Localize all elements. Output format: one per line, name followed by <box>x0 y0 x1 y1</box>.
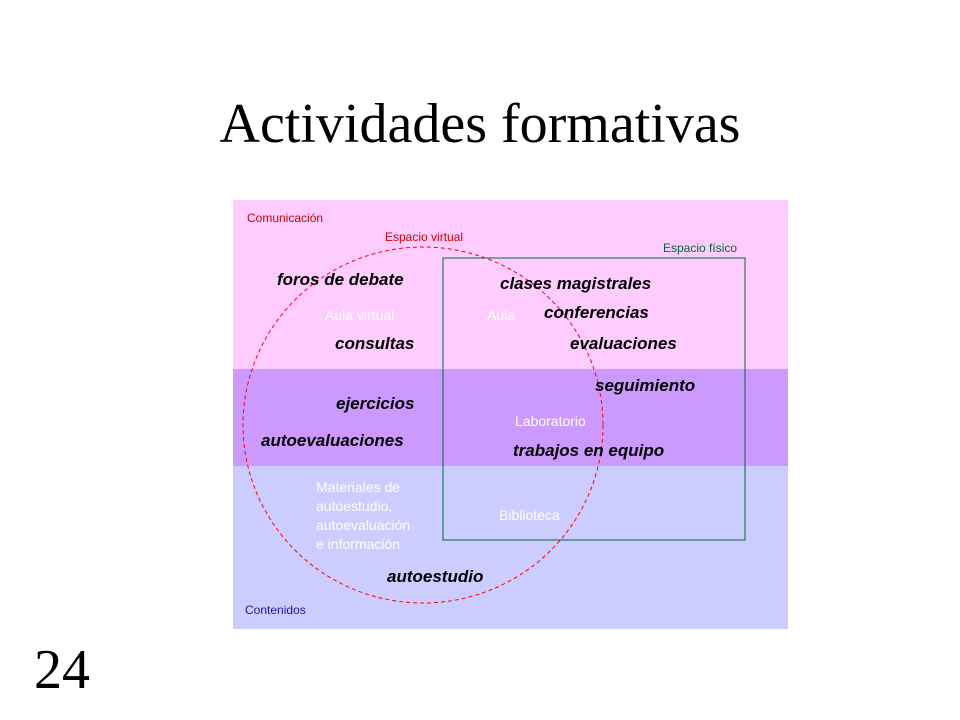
physical-space-box <box>442 257 746 541</box>
virtual-space-circle <box>242 246 604 604</box>
place-laboratorio: Laboratorio <box>515 413 586 429</box>
band-label-communication: Comunicación <box>247 211 324 225</box>
activity-autoevaluaciones: autoevaluaciones <box>261 431 404 450</box>
physical-space-label: Espacio físico <box>663 241 738 255</box>
activity-ejercicios: ejercicios <box>336 394 415 413</box>
band-mixed <box>233 369 788 466</box>
band-contents <box>233 466 788 629</box>
virtual-space-label: Espacio virtual <box>385 230 464 244</box>
slide-title: Actividades formativas <box>219 93 741 155</box>
regions-overlay <box>242 246 746 604</box>
activity-autoestudio: autoestudio <box>387 567 484 586</box>
activity-trabajos: trabajos en equipo <box>513 441 665 460</box>
activity-evaluaciones: evaluaciones <box>570 334 677 353</box>
place-aula-virtual: Aula virtual <box>325 307 395 323</box>
slide-number: 24 <box>34 639 90 701</box>
activity-clases: clases magistrales <box>500 274 652 293</box>
activity-seguimiento: seguimiento <box>595 376 696 395</box>
band-communication <box>233 200 788 369</box>
place-biblioteca: Biblioteca <box>499 507 560 523</box>
activity-consultas: consultas <box>335 334 415 353</box>
place-materiales: Materiales de autoestudio, autoevaluació… <box>316 479 411 552</box>
activity-conferencias: conferencias <box>544 303 649 322</box>
place-aula: Aula <box>487 307 516 323</box>
activity-foros: foros de debate <box>277 270 404 289</box>
activities-diagram: Comunicación Espacio virtual Espacio fís… <box>233 200 788 629</box>
band-label-contents: Contenidos <box>245 603 306 617</box>
